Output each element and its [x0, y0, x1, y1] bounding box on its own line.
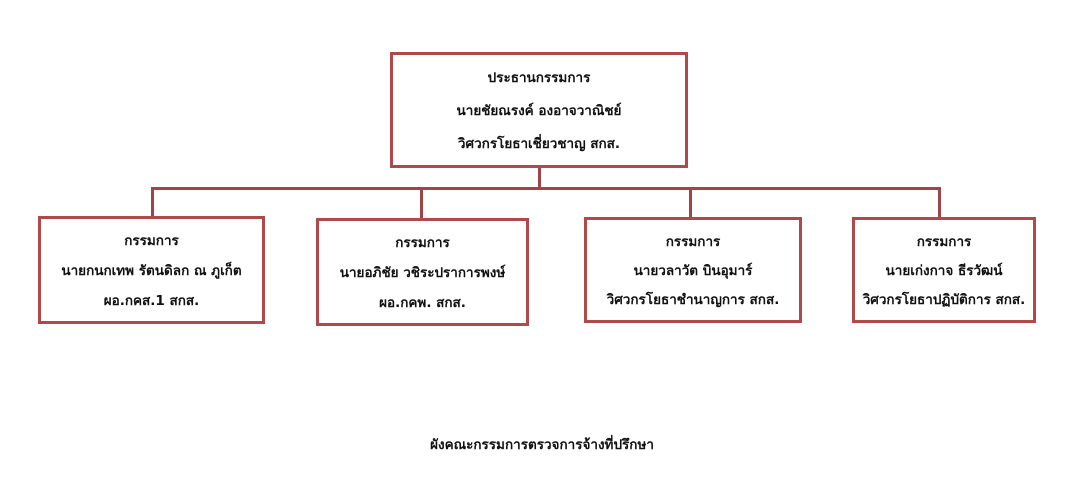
member-box-2: กรรมการ นายอภิชัย วชิระปราการพงษ์ ผอ.กคพ…: [316, 218, 529, 326]
name: นายกนกเทพ รัตนดิลก ณ ภูเก็ต: [61, 263, 242, 279]
role: กรรมการ: [124, 233, 179, 249]
member-box-4: กรรมการ นายเก่งกาจ ธีรวัฒน์ วิศวกรโยธาปฏ…: [852, 217, 1036, 323]
role: กรรมการ: [395, 235, 450, 251]
role: กรรมการ: [916, 233, 972, 250]
connector-drop-3: [689, 187, 692, 218]
member-box-3: กรรมการ นายวลาวัต บินอุมาร์ วิศวกรโยธาชำ…: [584, 217, 802, 323]
connector-trunk: [538, 166, 541, 189]
name: นายชัยณรงค์ องอาจวาณิชย์: [456, 102, 622, 119]
position: ผอ.กคส.1 สกส.: [103, 293, 200, 309]
position: ผอ.กคพ. สกส.: [379, 295, 466, 311]
chart-caption: ผังคณะกรรมการตรวจการจ้างที่ปรึกษา: [430, 437, 654, 453]
name: นายอภิชัย วชิระปราการพงษ์: [339, 265, 506, 281]
role: ประธานกรรมการ: [487, 70, 591, 87]
position: วิศวกรโยธาชำนาญการ สกส.: [606, 292, 780, 309]
position: วิศวกรโยธาปฏิบัติการ สกส.: [862, 292, 1026, 309]
name: นายเก่งกาจ ธีรวัฒน์: [885, 262, 1003, 279]
connector-bar: [151, 187, 941, 190]
connector-drop-2: [420, 187, 423, 219]
name: นายวลาวัต บินอุมาร์: [633, 262, 753, 279]
connector-drop-1: [151, 187, 154, 217]
position: วิศวกรโยธาเชี่ยวชาญ สกส.: [457, 135, 621, 152]
member-box-1: กรรมการ นายกนกเทพ รัตนดิลก ณ ภูเก็ต ผอ.ก…: [38, 216, 265, 324]
chairman-box: ประธานกรรมการ นายชัยณรงค์ องอาจวาณิชย์ ว…: [390, 52, 688, 168]
role: กรรมการ: [665, 233, 721, 250]
connector-drop-4: [938, 187, 941, 218]
